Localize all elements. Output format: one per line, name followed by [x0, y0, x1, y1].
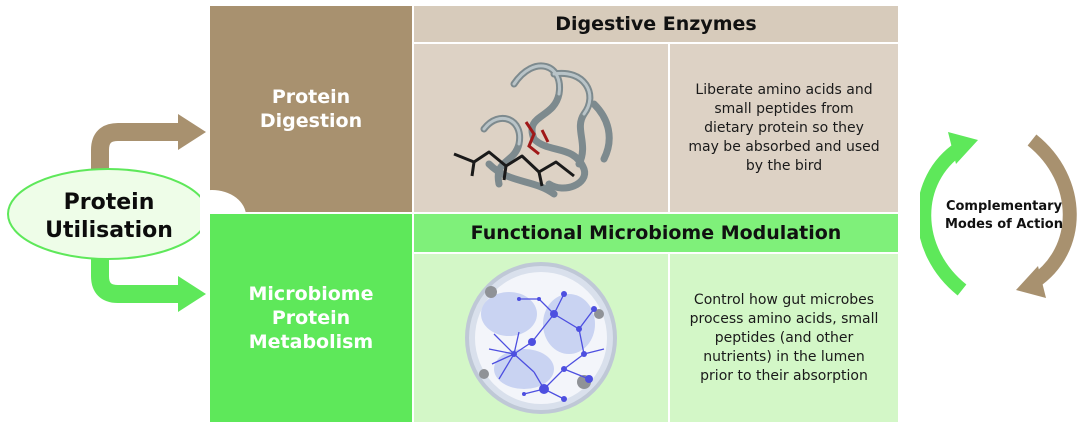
microbiome-network-image	[465, 262, 617, 414]
brown-cycle-arc	[1027, 134, 1077, 288]
protein-digestion-label: Protein Digestion	[210, 6, 412, 212]
arrow-to-microbiome	[91, 258, 180, 303]
green-cycle-arrowhead	[948, 132, 978, 164]
protein-enzyme-structure-image	[453, 62, 613, 198]
digestive-enzymes-header: Digestive Enzymes	[414, 6, 898, 42]
arrow-to-digestion	[91, 123, 180, 172]
microbiome-image-cell	[414, 254, 668, 422]
functional-microbiome-description: Control how gut microbes process amino a…	[670, 254, 898, 422]
utilisation-label: Protein Utilisation	[45, 190, 173, 243]
green-cycle-arc	[920, 142, 967, 296]
functional-microbiome-modulation-header: Functional Microbiome Modulation	[414, 214, 898, 252]
cycle-arrows	[920, 132, 1077, 298]
branch-arrows	[7, 114, 209, 312]
microbiome-protein-metabolism-label: Microbiome Protein Metabolism	[210, 214, 412, 422]
digestive-enzymes-description: Liberate amino acids and small peptides …	[670, 44, 898, 212]
arrow-head-microbiome	[178, 276, 206, 312]
enzyme-image-cell	[414, 44, 668, 212]
brown-cycle-arrowhead	[1016, 266, 1046, 298]
complementary-modes-label: Complementary Modes of Action	[945, 199, 1063, 232]
arrow-head-digestion	[178, 114, 206, 150]
